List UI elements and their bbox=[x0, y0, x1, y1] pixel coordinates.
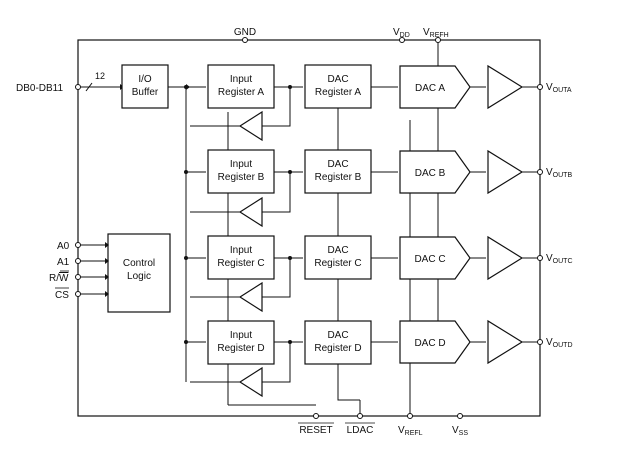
dac-register-d-line2: Register D bbox=[314, 343, 361, 354]
input-register-d-line1: Input bbox=[230, 330, 252, 341]
cs-arrow bbox=[105, 291, 109, 297]
gnd-pin bbox=[242, 37, 248, 43]
channel-a: Input Register A DAC Register A DAC A VO… bbox=[186, 64, 572, 142]
vdd-label: VDD bbox=[393, 27, 410, 39]
dac-c-label: DAC C bbox=[414, 254, 445, 265]
a1-arrow bbox=[105, 258, 109, 264]
vrefl-label: VREFL bbox=[398, 425, 423, 437]
rw-pin bbox=[75, 274, 81, 280]
data-bus-pin bbox=[75, 84, 81, 90]
channel-c: Input Register C DAC Register C DAC C VO… bbox=[186, 193, 573, 313]
control-logic-line2: Logic bbox=[127, 271, 151, 282]
input-register-c-line1: Input bbox=[230, 245, 252, 256]
bus-node-a bbox=[184, 85, 188, 89]
bus-slash bbox=[85, 82, 93, 92]
ldac-label: LDAC bbox=[347, 425, 374, 436]
data-bus-label: DB0-DB11 bbox=[16, 83, 63, 94]
vdd-pin bbox=[399, 37, 405, 43]
vout-d-pin bbox=[537, 339, 543, 345]
readback-buffer-b bbox=[238, 196, 263, 228]
dac-b-label: DAC B bbox=[415, 168, 446, 179]
input-register-b-line2: Register B bbox=[218, 172, 265, 183]
output-amp-a bbox=[487, 64, 524, 110]
bus-width-label: 12 bbox=[95, 71, 105, 81]
dac-register-a-line2: Register A bbox=[315, 87, 361, 98]
dac-register-d-line1: DAC bbox=[327, 330, 348, 341]
dac-register-b-line1: DAC bbox=[327, 159, 348, 170]
vrefh-label: VREFH bbox=[423, 27, 449, 39]
output-amp-d bbox=[487, 319, 524, 365]
control-logic-block bbox=[107, 233, 171, 313]
vss-pin bbox=[457, 413, 463, 419]
reset-label: RESET bbox=[299, 425, 332, 436]
a0-pin bbox=[75, 242, 81, 248]
vout-a-label: VOUTA bbox=[546, 82, 572, 94]
a1-pin bbox=[75, 258, 81, 264]
input-register-d-line2: Register D bbox=[217, 343, 264, 354]
vout-b-pin bbox=[537, 169, 543, 175]
channel-d: Input Register D DAC Register D DAC D VO… bbox=[186, 279, 573, 401]
io-buffer-line1: I/O bbox=[138, 74, 152, 85]
cs-pin bbox=[75, 291, 81, 297]
input-register-b bbox=[207, 149, 275, 194]
input-register-b-line1: Input bbox=[230, 159, 252, 170]
io-buffer-line2: Buffer bbox=[132, 87, 159, 98]
readback-buffer-a bbox=[238, 110, 263, 142]
input-register-a bbox=[207, 64, 275, 109]
bus-node-b bbox=[184, 170, 188, 174]
readback-buffer-d bbox=[238, 366, 263, 398]
ldac-pin bbox=[357, 413, 363, 419]
dac-register-c-line2: Register C bbox=[314, 258, 361, 269]
dac-c-block bbox=[399, 236, 471, 280]
reset-pin bbox=[313, 413, 319, 419]
chip-outline bbox=[77, 39, 541, 417]
a1-label: A1 bbox=[57, 257, 70, 268]
channel-b: Input Register B DAC Register B DAC B VO… bbox=[186, 120, 572, 228]
node-d bbox=[288, 340, 292, 344]
vss-label: VSS bbox=[452, 425, 468, 437]
dac-register-b-line2: Register B bbox=[315, 172, 362, 183]
rw-arrow bbox=[105, 274, 109, 280]
readback-buffer-c bbox=[238, 281, 263, 313]
output-amp-b bbox=[487, 149, 524, 195]
vout-b-label: VOUTB bbox=[546, 167, 572, 179]
dac-register-b bbox=[304, 149, 372, 194]
dac-d-block bbox=[399, 320, 471, 364]
control-logic-line1: Control bbox=[123, 258, 155, 269]
input-register-c-line2: Register C bbox=[217, 258, 264, 269]
rw-label: R/W bbox=[49, 273, 69, 284]
dac-register-c-line1: DAC bbox=[327, 245, 348, 256]
bus-node-d bbox=[184, 340, 188, 344]
dac-a-label: DAC A bbox=[415, 83, 445, 94]
node-c bbox=[288, 256, 292, 260]
dac-a-block bbox=[399, 65, 471, 109]
input-register-a-line1: Input bbox=[230, 74, 252, 85]
dac-b-block bbox=[399, 150, 471, 194]
input-register-d bbox=[207, 320, 275, 365]
vout-d-label: VOUTD bbox=[546, 337, 573, 349]
a0-arrow bbox=[105, 242, 109, 248]
vout-c-pin bbox=[537, 255, 543, 261]
dac-register-a-line1: DAC bbox=[327, 74, 348, 85]
bus-node-c bbox=[184, 256, 188, 260]
input-register-a-line2: Register A bbox=[218, 87, 264, 98]
cs-label: CS bbox=[55, 290, 69, 301]
dac-d-label: DAC D bbox=[414, 338, 445, 349]
vout-a-pin bbox=[537, 84, 543, 90]
vrefl-pin bbox=[407, 413, 413, 419]
vout-c-label: VOUTC bbox=[546, 253, 573, 265]
a0-label: A0 bbox=[57, 241, 70, 252]
output-amp-c bbox=[487, 235, 524, 281]
node-a bbox=[288, 85, 292, 89]
node-b bbox=[288, 170, 292, 174]
gnd-label: GND bbox=[234, 27, 256, 38]
